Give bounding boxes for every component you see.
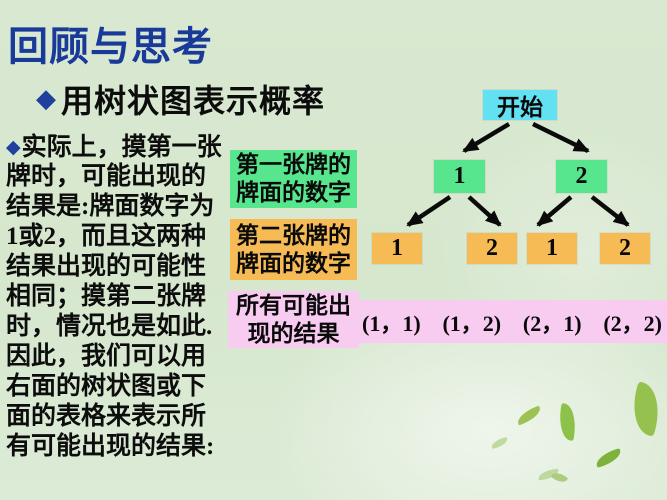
tree-node-first-card-1: 1 <box>434 160 485 193</box>
paragraph-line-text: 实际上，摸第一张 <box>21 134 222 161</box>
paragraph-line: 因此，我们可以用 <box>6 343 207 370</box>
tree-node-start: 开始 <box>483 90 557 120</box>
paragraph-line: 相同；摸第二张牌 <box>6 283 207 310</box>
leaf-decoration <box>626 381 666 437</box>
row-label-line: 现的结果 <box>247 321 340 346</box>
subtitle: ◆ 用树状图表示概率 <box>36 76 325 122</box>
leaf-decoration <box>550 469 569 486</box>
tree-node-second-card-2: 2 <box>467 233 517 264</box>
tree-node-second-card-3: 1 <box>527 233 577 264</box>
row-label-line: 第一张牌的 <box>236 152 351 177</box>
tree-node-first-card-2: 2 <box>556 160 607 193</box>
paragraph-line: 结果出现的可能性 <box>6 253 207 280</box>
outcome-pair: (2，2) <box>603 310 662 336</box>
diamond-bullet-icon: ◆ <box>36 84 57 114</box>
paragraph: ◆实际上，摸第一张 牌时，可能出现的 结果是:牌面数字为 1或2，而且这两种 结… <box>6 132 242 462</box>
row-label-first-card: 第一张牌的 牌面的数字 <box>230 150 357 208</box>
row-label-line: 牌面的数字 <box>236 180 351 205</box>
leaf-decoration <box>490 437 509 449</box>
paragraph-line: 时，情况也是如此. <box>6 313 213 340</box>
leaf-decoration <box>514 405 544 426</box>
paragraph-line: 有可能出现的结果: <box>6 433 215 460</box>
page-title: 回顾与思考 <box>8 24 213 69</box>
diamond-bullet-icon: ◆ <box>6 136 21 158</box>
leaf-decoration <box>537 468 560 481</box>
tree-node-second-card-1: 1 <box>372 233 422 264</box>
paragraph-line: 1或2，而且这两种 <box>6 223 207 250</box>
paragraph-line: 牌时，可能出现的 <box>6 163 207 190</box>
paragraph-line: 结果是:牌面数字为 <box>6 193 215 220</box>
row-label-line: 第二张牌的 <box>236 223 351 248</box>
row-label-line: 所有可能出 <box>236 293 351 318</box>
paragraph-line: ◆实际上，摸第一张 <box>6 132 242 162</box>
paragraph-line: 右面的树状图或下 <box>6 373 207 400</box>
leaf-decoration <box>556 402 579 442</box>
tree-node-second-card-4: 2 <box>600 233 650 264</box>
leaf-decoration <box>593 448 624 468</box>
paragraph-line: 面的表格来表示所 <box>6 403 207 430</box>
row-label-second-card: 第二张牌的 牌面的数字 <box>230 219 357 280</box>
outcome-pair: (2，1) <box>522 310 582 336</box>
outcome-pair: (1，2) <box>442 310 502 336</box>
row-label-line: 牌面的数字 <box>236 251 351 276</box>
outcome-pair: (1，1) <box>362 310 421 336</box>
subtitle-text: 用树状图表示概率 <box>61 83 326 119</box>
row-label-outcomes: 所有可能出 现的结果 <box>228 291 359 348</box>
outcomes-strip: (1，1) (1，2) (2，1) (2，2) <box>357 300 667 343</box>
